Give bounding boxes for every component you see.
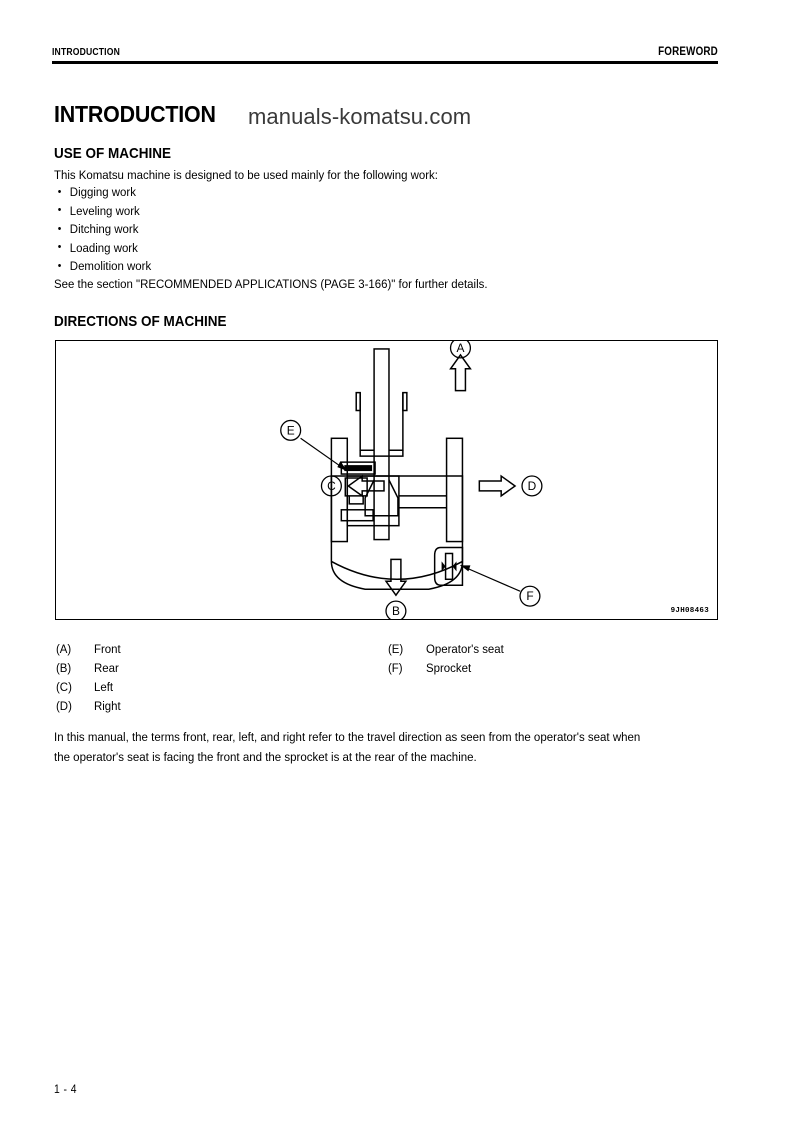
- list-item: Digging work: [54, 183, 151, 202]
- page-title: INTRODUCTION: [54, 101, 216, 127]
- list-item: Demolition work: [54, 257, 151, 276]
- list-item: Loading work: [54, 238, 151, 258]
- legend-key: (F): [388, 661, 403, 675]
- figure-legend-left-column: (A) Front (B) Rear (C) Left (D) Right: [56, 640, 123, 716]
- footer-page-number: 1 - 4: [54, 1084, 77, 1096]
- section-heading-use-of-machine: USE OF MACHINE: [54, 145, 172, 162]
- legend-key: (E): [388, 642, 404, 656]
- legend-value: Operator's seat: [426, 642, 504, 656]
- closing-line-1: In this manual, the terms front, rear, l…: [54, 730, 641, 744]
- legend-item-a: (A) Front: [56, 640, 123, 659]
- legend-item-c: (C) Left: [56, 678, 123, 697]
- callout-label-c: C: [327, 479, 336, 493]
- legend-item-d: (D) Right: [56, 697, 123, 716]
- legend-key: (C): [56, 680, 72, 694]
- callout-label-a: A: [456, 341, 464, 355]
- legend-value: Sprocket: [426, 661, 472, 675]
- legend-value: Left: [94, 680, 114, 694]
- directions-closing-paragraph: In this manual, the terms front, rear, l…: [54, 727, 734, 767]
- legend-value: Rear: [94, 661, 119, 675]
- page-header: INTRODUCTION FOREWORD: [52, 44, 718, 58]
- figure-id-code: 9JH08463: [670, 607, 709, 615]
- header-section-label: INTRODUCTION: [52, 46, 120, 58]
- legend-key: (D): [56, 699, 72, 713]
- callout-label-e: E: [287, 423, 295, 437]
- machine-directions-figure: A B C D E F 9JH08463: [55, 340, 718, 620]
- list-item: Ditching work: [54, 220, 151, 239]
- excavator-top-view-diagram: A B C D E F: [280, 341, 543, 619]
- legend-item-f: (F) Sprocket: [388, 659, 510, 678]
- header-divider-rule: [52, 61, 718, 64]
- legend-value: Front: [94, 642, 121, 656]
- figure-legend-right-column: (E) Operator's seat (F) Sprocket: [388, 640, 510, 678]
- legend-key: (B): [56, 661, 72, 675]
- callout-label-b: B: [392, 604, 400, 618]
- header-chapter-label: FOREWORD: [658, 44, 718, 58]
- use-of-machine-bullet-list: Digging work Leveling work Ditching work…: [54, 183, 158, 276]
- legend-item-e: (E) Operator's seat: [388, 640, 510, 659]
- closing-line-2: the operator's seat is facing the front …: [54, 750, 477, 764]
- callout-label-f: F: [526, 589, 533, 603]
- legend-key: (A): [56, 642, 72, 656]
- section-heading-directions-of-machine: DIRECTIONS OF MACHINE: [54, 313, 227, 330]
- callout-label-d: D: [528, 479, 537, 493]
- recommended-applications-reference: See the section "RECOMMENDED APPLICATION…: [54, 277, 488, 291]
- list-item: Leveling work: [54, 201, 151, 221]
- legend-item-b: (B) Rear: [56, 659, 123, 678]
- legend-value: Right: [94, 699, 121, 713]
- site-watermark: manuals-komatsu.com: [248, 104, 472, 129]
- use-of-machine-intro-text: This Komatsu machine is designed to be u…: [54, 168, 438, 182]
